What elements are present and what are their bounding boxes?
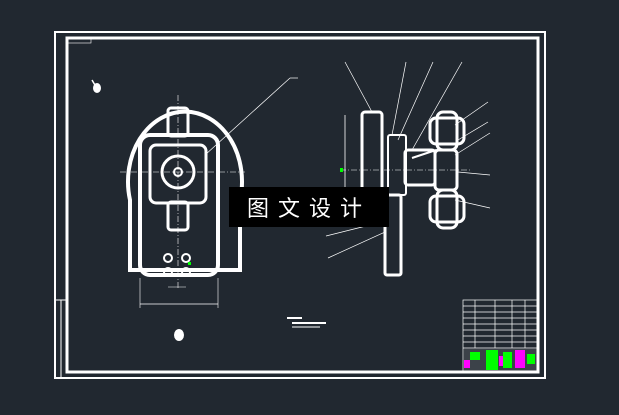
leader-2: [344, 61, 373, 113]
tb-green-mark-3: [503, 352, 512, 368]
title-block: [462, 299, 539, 373]
side-dim-mark: [340, 168, 343, 172]
tb-magenta-mark-3: [464, 360, 470, 368]
tb-magenta-mark-2: [515, 350, 525, 368]
outer-arc-guard: [126, 109, 244, 272]
leader-6: [454, 101, 489, 126]
upper-roller-cap: [428, 116, 466, 146]
lower-roller-cap: [428, 194, 466, 224]
sheet-frame: [54, 31, 546, 379]
arm-link: [411, 149, 437, 159]
watermark-banner: 图文设计: [229, 187, 389, 227]
leader-line-1: [204, 77, 291, 156]
bolt-hole-4: [181, 267, 191, 277]
tb-green-mark-1: [470, 352, 480, 360]
leader-10: [454, 199, 491, 209]
leader-8: [454, 132, 491, 156]
bolt-hole-1: [163, 253, 173, 263]
leader-9: [457, 171, 491, 176]
leader-11: [327, 231, 386, 259]
tb-green-mark-4: [527, 354, 535, 364]
outer-border: [54, 31, 546, 379]
watermark-text: 图文设计: [246, 197, 371, 222]
north-symbol: [91, 79, 101, 93]
bolt-hole-3: [163, 267, 173, 277]
inner-border: [65, 36, 540, 374]
vertical-column: [360, 110, 384, 192]
dim-mark-green: [188, 262, 191, 265]
side-view-dim-marks: [340, 168, 343, 172]
side-view: [325, 61, 491, 277]
mid-hub: [433, 148, 459, 192]
front-view: [120, 77, 298, 308]
symbol-stroke: [91, 79, 100, 93]
lower-symbol-ellipse: [174, 329, 184, 341]
leader-7: [457, 121, 489, 141]
leader-4: [397, 61, 434, 141]
column-sleeve: [387, 134, 407, 196]
corner-label-box: [66, 37, 92, 44]
leader-5: [411, 61, 463, 151]
leader-3: [391, 61, 407, 136]
frame-outline: [344, 115, 360, 196]
tb-magenta-mark-1: [499, 356, 503, 366]
tb-green-mark-2: [486, 350, 498, 370]
lower-symbol: [174, 329, 184, 341]
note-lines: [287, 317, 326, 328]
front-view-dim-marks: [188, 262, 191, 265]
title-block-fill: [464, 349, 537, 371]
bolt-hole-2: [181, 253, 191, 263]
